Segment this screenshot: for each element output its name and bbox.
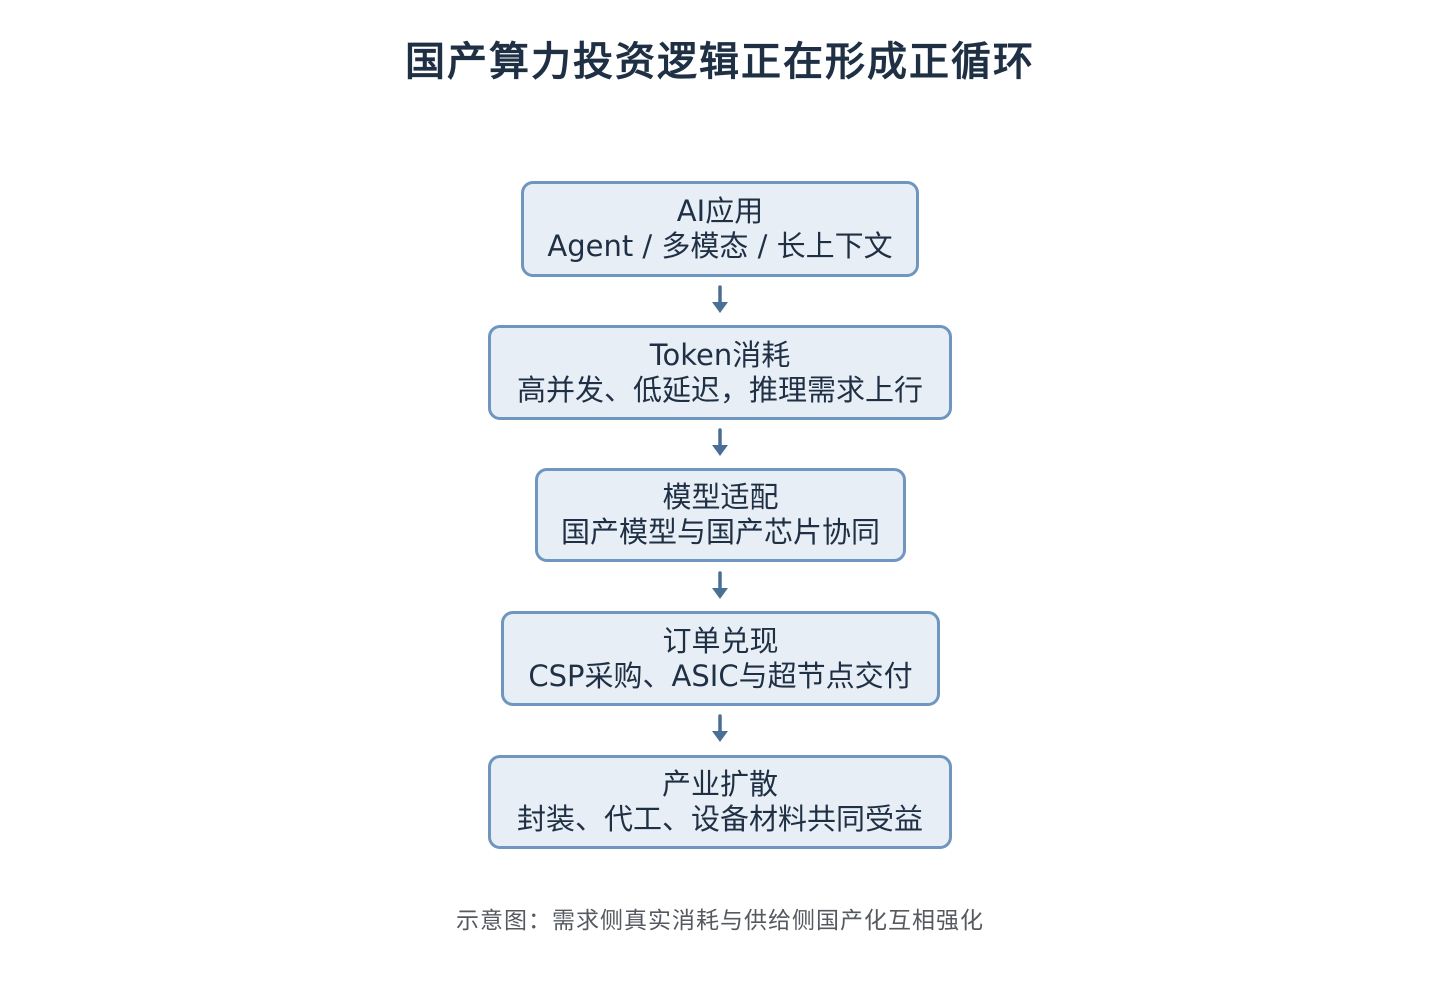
flow-node-ai-application: AI应用 Agent / 多模态 / 长上下文	[521, 181, 919, 277]
flow-node-order-fulfillment: 订单兑现 CSP采购、ASIC与超节点交付	[501, 611, 940, 706]
node-title: AI应用	[676, 194, 764, 228]
down-arrow-icon	[712, 571, 728, 599]
down-arrow-icon	[712, 285, 728, 313]
down-arrow-icon	[712, 428, 728, 456]
node-title: 订单兑现	[662, 623, 779, 658]
node-detail: 高并发、低延迟，推理需求上行	[516, 372, 923, 407]
flow-node-model-adaptation: 模型适配 国产模型与国产芯片协同	[535, 468, 906, 562]
node-title: Token消耗	[649, 337, 791, 372]
node-detail: CSP采购、ASIC与超节点交付	[528, 658, 913, 693]
down-arrow-icon	[712, 714, 728, 742]
diagram-title: 国产算力投资逻辑正在形成正循环	[405, 39, 1035, 85]
diagram-caption: 示意图：需求侧真实消耗与供给侧国产化互相强化	[456, 908, 984, 934]
node-title: 产业扩散	[661, 767, 778, 801]
node-detail: Agent / 多模态 / 长上下文	[547, 229, 893, 263]
flow-node-industry-diffusion: 产业扩散 封装、代工、设备材料共同受益	[488, 755, 952, 849]
node-detail: 国产模型与国产芯片协同	[560, 515, 880, 549]
flow-node-token-consumption: Token消耗 高并发、低延迟，推理需求上行	[488, 325, 952, 420]
node-title: 模型适配	[662, 480, 779, 514]
node-detail: 封装、代工、设备材料共同受益	[516, 802, 923, 836]
